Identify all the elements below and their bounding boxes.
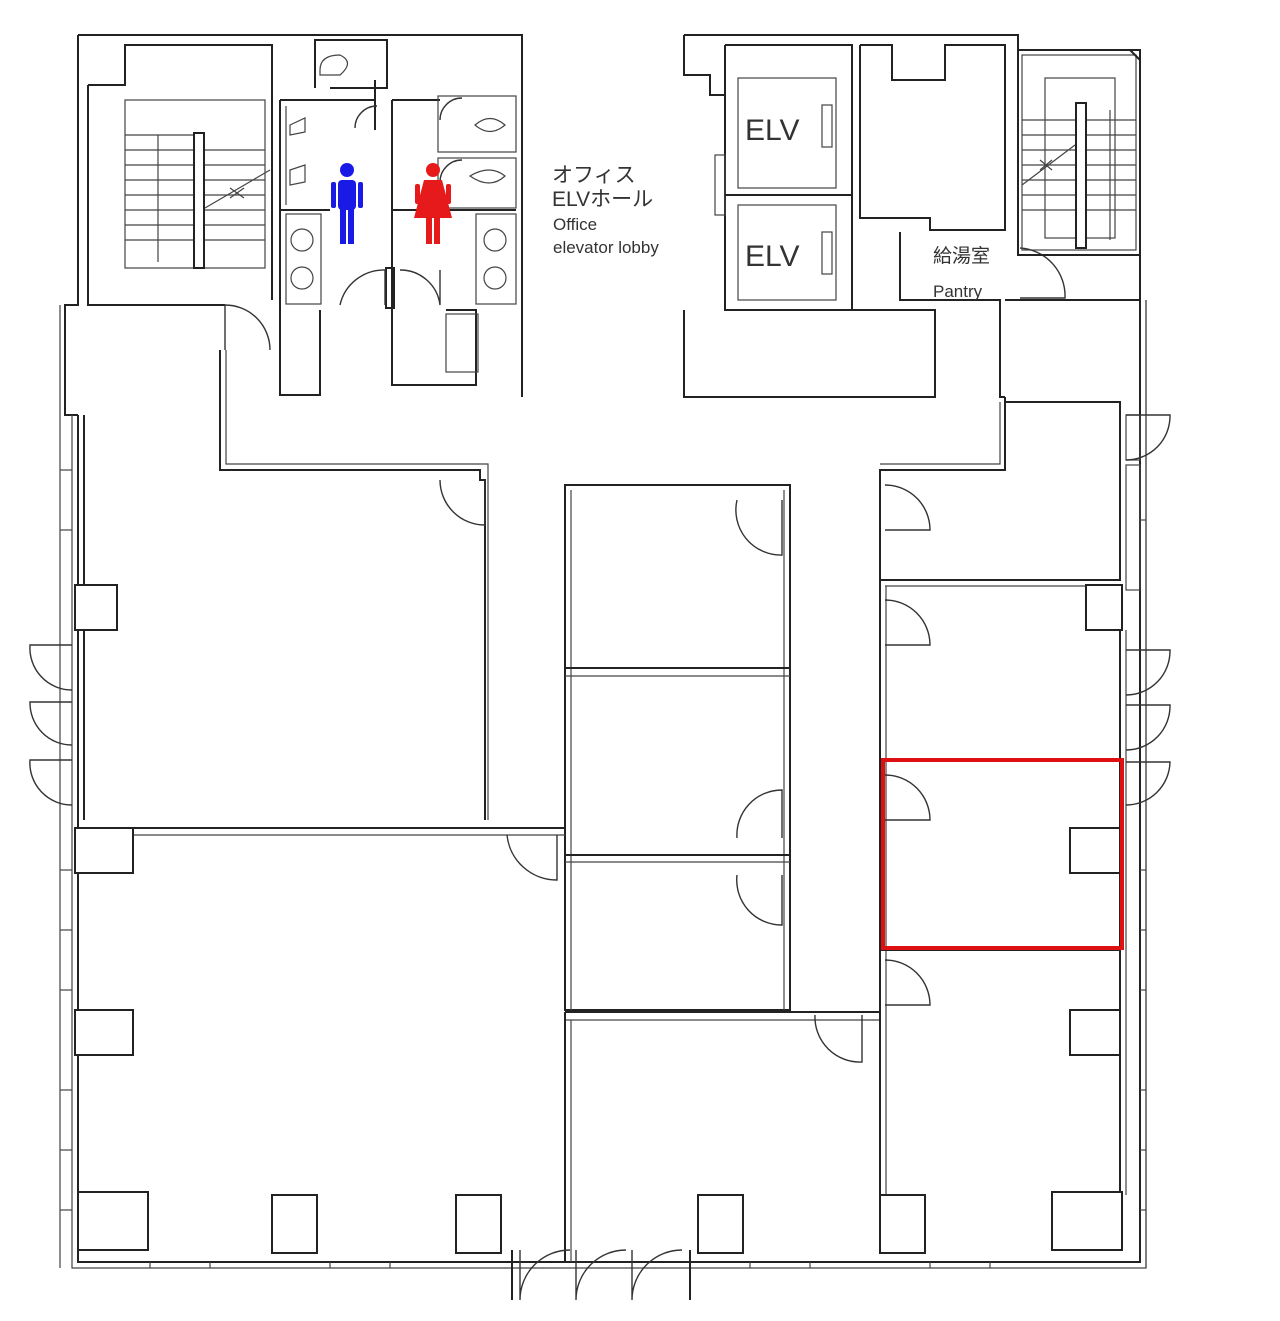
women-restroom-icon bbox=[414, 163, 452, 244]
doors bbox=[29, 414, 1171, 1301]
men-restroom-icon bbox=[331, 163, 363, 244]
lobby-label-en-1: Office bbox=[553, 215, 597, 234]
elevator-label-2: ELV bbox=[745, 240, 799, 273]
pantry-label-jp: 給湯室 bbox=[933, 245, 990, 267]
lobby-label-en-2: elevator lobby bbox=[553, 238, 659, 257]
elevator-core bbox=[683, 35, 936, 398]
pantry-area bbox=[859, 44, 1066, 398]
lobby-label-jp-1: オフィス bbox=[552, 164, 636, 187]
stair-right bbox=[1017, 49, 1141, 256]
restrooms bbox=[219, 39, 517, 820]
rooms bbox=[78, 299, 1141, 1262]
stair-left bbox=[87, 44, 273, 306]
columns bbox=[74, 584, 1123, 1254]
outer-walls bbox=[59, 34, 1147, 1269]
room-right-3-highlight bbox=[881, 758, 1124, 950]
lobby-label-jp-2: ELVホール bbox=[552, 188, 653, 211]
pantry-label-en: Pantry bbox=[933, 282, 983, 301]
elevator-label-1: ELV bbox=[745, 114, 799, 147]
